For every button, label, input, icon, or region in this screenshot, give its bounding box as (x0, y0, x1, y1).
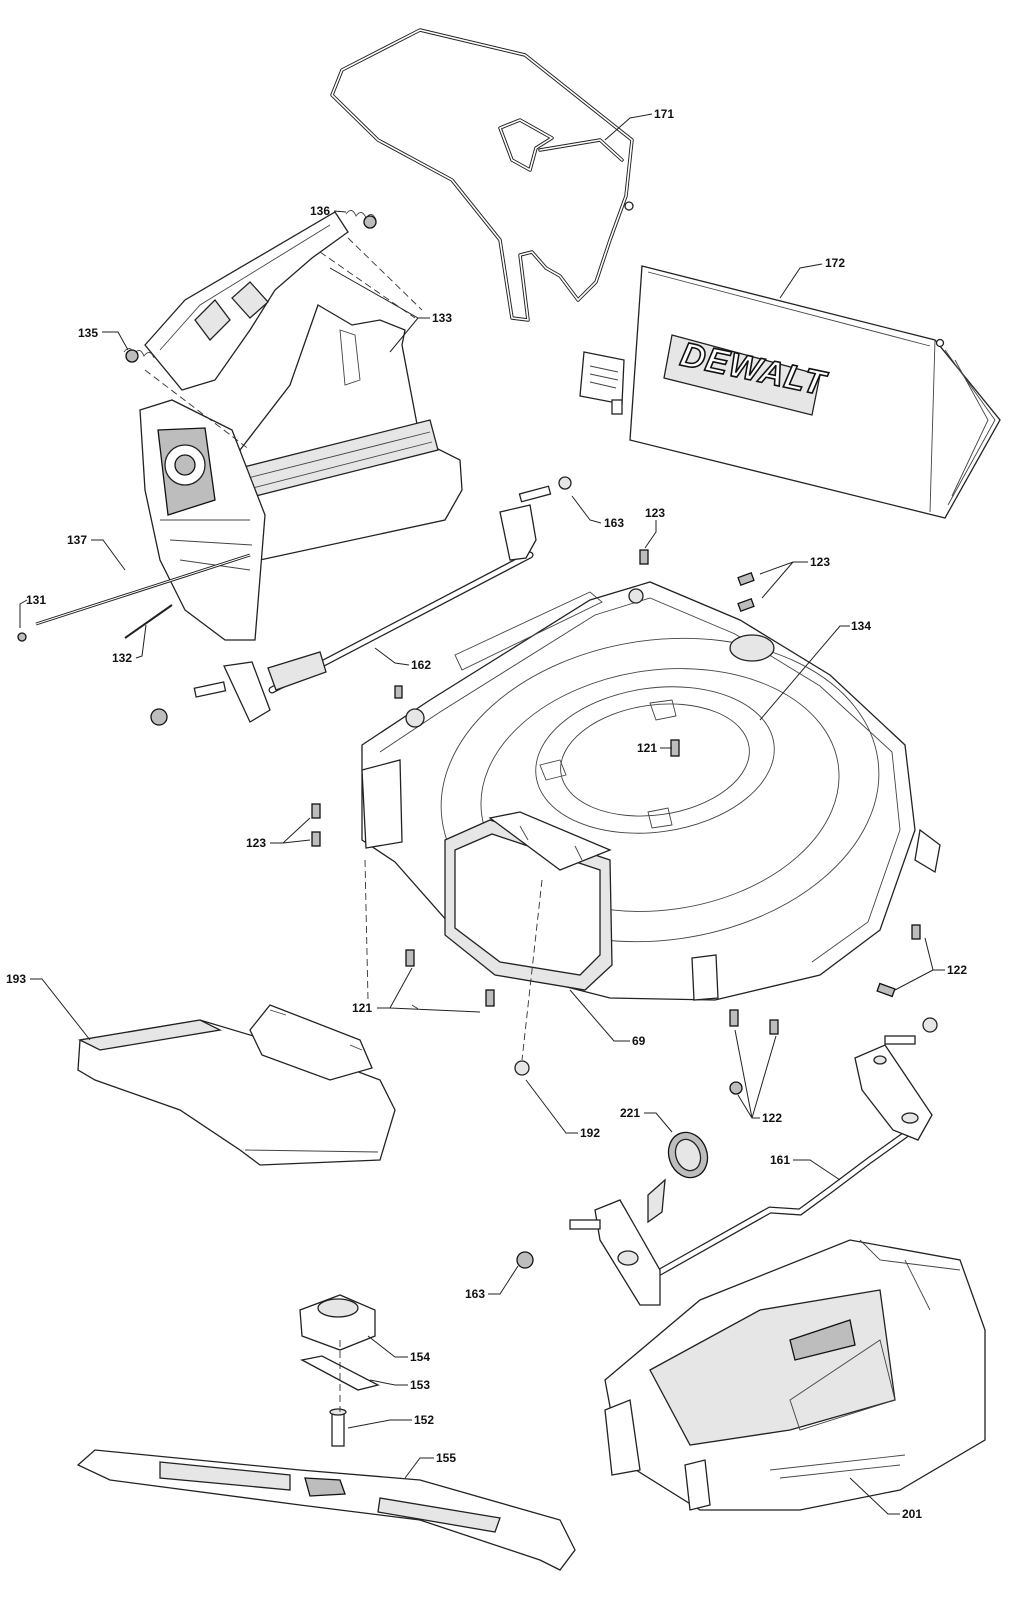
callout-123-top: 123 (645, 506, 665, 520)
callout-162: 162 (411, 658, 431, 672)
callout-163-top: 163 (604, 516, 624, 530)
callout-134: 134 (851, 619, 871, 633)
callout-221: 221 (620, 1106, 640, 1120)
callout-121-center: 121 (637, 741, 657, 755)
part-134-mower-deck (361, 581, 941, 1011)
part-221-plug (667, 1131, 709, 1179)
callout-163-lower: 163 (465, 1287, 485, 1301)
callout-201: 201 (902, 1507, 922, 1521)
callout-123-right: 123 (810, 555, 830, 569)
part-131-nut (17, 632, 27, 642)
callout-135: 135 (78, 326, 98, 340)
callout-152: 152 (414, 1413, 434, 1427)
part-193-mulch-plug (77, 1004, 396, 1166)
part-137-rod (35, 553, 251, 626)
callout-161: 161 (770, 1153, 790, 1167)
callout-121-lower: 121 (352, 1001, 372, 1015)
callout-122-lower: 122 (762, 1111, 782, 1125)
part-135-spring (123, 348, 155, 363)
callout-132: 132 (112, 651, 132, 665)
part-69-discharge-door (444, 811, 613, 1061)
callout-136: 136 (310, 204, 330, 218)
callout-171: 171 (654, 107, 674, 121)
part-162-rear-axle (150, 476, 572, 726)
callout-133: 133 (432, 311, 452, 325)
callout-193: 193 (6, 972, 26, 986)
part-201-rear-cover (604, 1239, 986, 1511)
part-171-bag-frame (330, 28, 634, 322)
part-154-blade-adapter (299, 1294, 376, 1351)
fasteners-121-122-192 (405, 739, 921, 1095)
callout-123-left: 123 (246, 836, 266, 850)
callout-172: 172 (825, 256, 845, 270)
leader-lines (19, 113, 945, 1515)
part-155-blade (76, 1449, 576, 1571)
callout-137: 137 (67, 533, 87, 547)
callout-192: 192 (580, 1126, 600, 1140)
part-172-grass-bag: DEWALT (579, 265, 1001, 519)
part-136-spring (345, 210, 377, 229)
part-132-pin (124, 604, 173, 639)
callout-153: 153 (410, 1378, 430, 1392)
callout-131: 131 (26, 593, 46, 607)
callout-69: 69 (632, 1034, 646, 1048)
callout-labels: 171 172 136 133 135 163 123 123 137 131 … (6, 107, 967, 1521)
part-152-bolt (329, 1408, 347, 1447)
callout-154: 154 (410, 1350, 430, 1364)
callout-155: 155 (436, 1451, 456, 1465)
part-161-front-axle (516, 1017, 938, 1306)
callout-122-right: 122 (947, 963, 967, 977)
fasteners-123 (311, 549, 755, 847)
